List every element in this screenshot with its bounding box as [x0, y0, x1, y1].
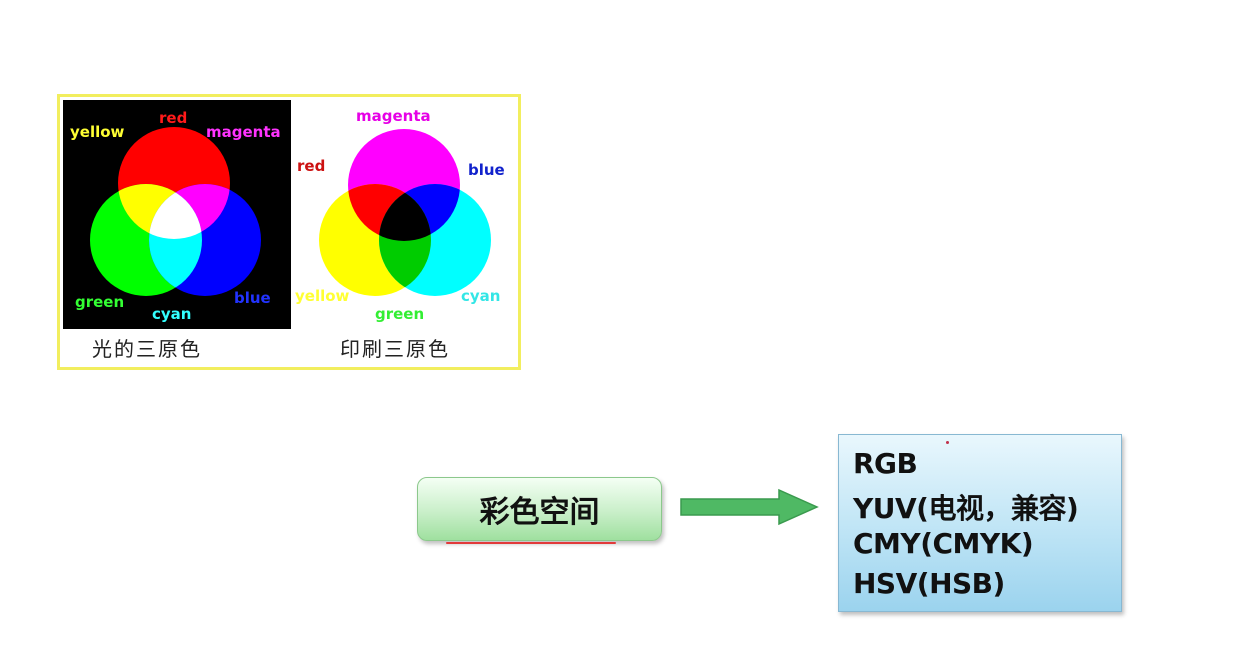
color-space-label: 彩色空间	[479, 495, 600, 530]
black-center	[379, 184, 431, 241]
right-arrow-icon	[680, 488, 819, 526]
model-item-yuv: YUV(电视，兼容)	[853, 492, 1079, 525]
color-models-box: RGB YUV(电视，兼容) CMY(CMYK) HSV(HSB)	[838, 434, 1122, 612]
model-item-cmy: CMY(CMYK)	[853, 527, 1034, 560]
light-primaries-diagram: yellow red magenta green cyan blue	[63, 100, 291, 329]
white-center	[149, 184, 202, 239]
model-item-rgb: RGB	[853, 447, 918, 480]
red-dot	[946, 441, 949, 444]
color-primaries-panel: yellow red magenta green cyan blue	[57, 94, 521, 370]
model-item-hsv: HSV(HSB)	[853, 567, 1005, 600]
color-space-box: 彩色空间	[417, 477, 662, 541]
label-cyan: cyan	[152, 305, 191, 323]
print-primaries-caption: 印刷三原色	[340, 337, 450, 361]
label-red: red	[159, 109, 187, 127]
subtractive-venn-svg: magenta red blue yellow green cyan	[295, 107, 505, 323]
label-green: green	[75, 293, 124, 311]
red-underline	[446, 542, 616, 544]
label-blue: blue	[468, 161, 505, 179]
additive-venn-svg: yellow red magenta green cyan blue	[70, 109, 281, 323]
label-magenta: magenta	[206, 123, 281, 141]
label-yellow: yellow	[295, 287, 350, 305]
label-yellow: yellow	[70, 123, 125, 141]
label-blue: blue	[234, 289, 271, 307]
label-magenta: magenta	[356, 107, 431, 125]
print-primaries-diagram: magenta red blue yellow green cyan	[291, 100, 518, 329]
light-primaries-caption: 光的三原色	[92, 337, 202, 361]
label-red: red	[297, 157, 325, 175]
label-green: green	[375, 305, 424, 323]
label-cyan: cyan	[461, 287, 500, 305]
